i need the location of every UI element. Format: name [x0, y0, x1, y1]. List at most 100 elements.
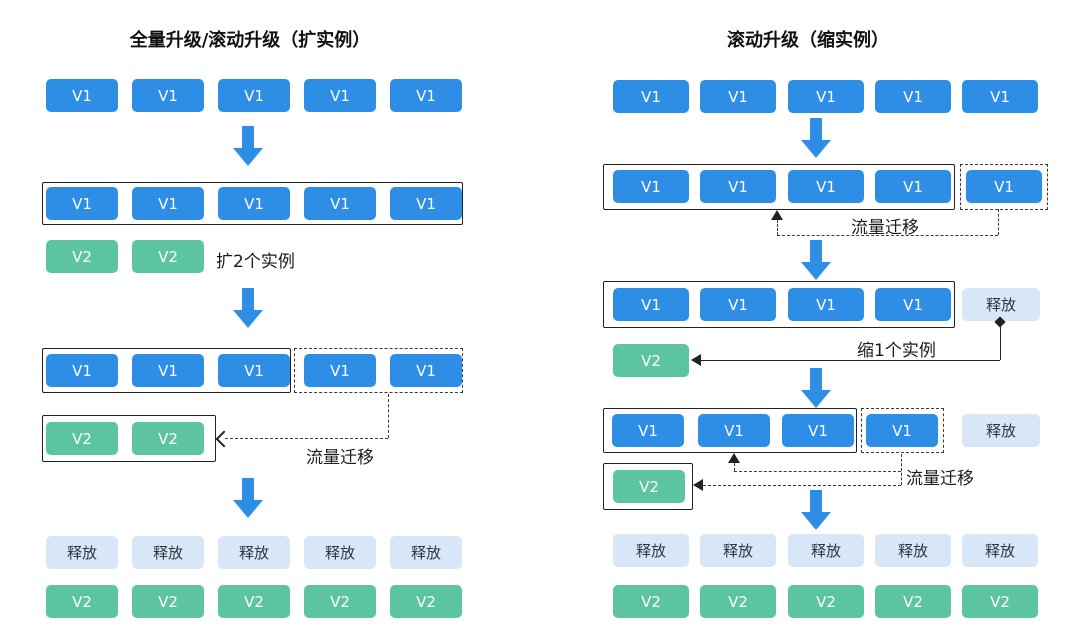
- v1-instance-box: V1: [304, 354, 376, 387]
- v2-instance-box: V2: [46, 585, 118, 618]
- release-box: 释放: [132, 536, 204, 569]
- group-border: [603, 463, 693, 510]
- v1-instance-box: V1: [46, 187, 118, 220]
- release-box: 释放: [962, 288, 1040, 321]
- v1-instance-box: V1: [218, 79, 290, 112]
- release-box: 释放: [962, 414, 1040, 447]
- traffic-migration-label: 流量迁移: [851, 218, 919, 238]
- v1-instance-box: V1: [700, 170, 776, 203]
- v1-instance-box: V1: [698, 414, 770, 447]
- down-arrow-icon: [801, 118, 831, 158]
- release-box: 释放: [390, 536, 462, 569]
- v2-instance-box: V2: [304, 585, 376, 618]
- v1-instance-box: V1: [875, 80, 951, 113]
- dashed-connector-line: [225, 438, 388, 439]
- arrowhead-left-icon: [691, 354, 701, 366]
- v1-instance-box: V1: [613, 288, 689, 321]
- arrowhead-up-icon: [728, 453, 740, 463]
- release-box: 释放: [218, 536, 290, 569]
- v1-instance-box: V1: [788, 288, 864, 321]
- v2-instance-box: V2: [962, 585, 1038, 618]
- group-border-dashed: [294, 348, 463, 393]
- v2-instance-box: V2: [132, 585, 204, 618]
- release-box: 释放: [46, 536, 118, 569]
- group-border: [42, 348, 291, 393]
- down-arrow-icon: [801, 490, 831, 530]
- dashed-connector-line: [734, 471, 901, 472]
- v1-instance-box: V1: [390, 187, 462, 220]
- v1-instance-box: V1: [866, 414, 938, 447]
- v1-instance-box: V1: [613, 170, 689, 203]
- down-arrow-icon: [233, 126, 263, 166]
- group-border-dashed: [861, 408, 944, 453]
- v1-instance-box: V1: [132, 187, 204, 220]
- scale-out-label: 扩2个实例: [216, 252, 295, 272]
- v1-instance-box: V1: [304, 79, 376, 112]
- solid-connector-line: [701, 360, 1000, 361]
- v1-instance-box: V1: [613, 80, 689, 113]
- v1-instance-box: V1: [132, 354, 204, 387]
- dashed-connector-line: [777, 235, 998, 236]
- arrowhead-left-icon: [693, 479, 703, 491]
- release-box: 释放: [613, 534, 689, 567]
- v1-instance-box: V1: [875, 288, 951, 321]
- group-border: [42, 182, 463, 225]
- release-box: 释放: [700, 534, 776, 567]
- dashed-connector-line: [703, 485, 901, 486]
- dashed-connector-line: [388, 394, 389, 438]
- v1-instance-box: V1: [46, 79, 118, 112]
- v2-instance-box: V2: [875, 585, 951, 618]
- v2-instance-box: V2: [132, 240, 204, 273]
- arrowhead-up-icon: [771, 210, 783, 220]
- v1-instance-box: V1: [390, 354, 462, 387]
- traffic-migration-label: 流量迁移: [306, 448, 374, 468]
- v1-instance-box: V1: [304, 187, 376, 220]
- v1-instance-box: V1: [788, 170, 864, 203]
- v1-instance-box: V1: [966, 170, 1042, 203]
- v2-instance-box: V2: [46, 240, 118, 273]
- v2-instance-box: V2: [390, 585, 462, 618]
- v1-instance-box: V1: [962, 80, 1038, 113]
- v2-instance-box: V2: [218, 585, 290, 618]
- release-box: 释放: [875, 534, 951, 567]
- v2-instance-box: V2: [613, 585, 689, 618]
- diagram-title-right: 滚动升级（缩实例）: [727, 30, 889, 51]
- v1-instance-box: V1: [782, 414, 854, 447]
- release-box: 释放: [788, 534, 864, 567]
- group-border: [42, 415, 216, 462]
- solid-connector-line: [1000, 326, 1001, 360]
- v2-instance-box: V2: [788, 585, 864, 618]
- v1-instance-box: V1: [46, 354, 118, 387]
- v1-instance-box: V1: [218, 187, 290, 220]
- v1-instance-box: V1: [875, 170, 951, 203]
- group-border: [603, 281, 955, 328]
- v2-instance-box: V2: [700, 585, 776, 618]
- dashed-connector-line: [777, 220, 778, 235]
- group-border-dashed: [960, 164, 1048, 210]
- release-box: 释放: [304, 536, 376, 569]
- arrowhead-left-icon: [215, 430, 233, 448]
- v2-instance-box: V2: [46, 422, 118, 455]
- down-arrow-icon: [233, 478, 263, 518]
- v1-instance-box: V1: [788, 80, 864, 113]
- down-arrow-icon: [801, 240, 831, 280]
- group-border: [603, 408, 857, 453]
- down-arrow-icon: [233, 288, 263, 328]
- v1-instance-box: V1: [700, 80, 776, 113]
- dashed-connector-line: [901, 454, 902, 485]
- diagram-title-left: 全量升级/滚动升级（扩实例）: [129, 30, 371, 51]
- traffic-migration-label: 流量迁移: [906, 469, 974, 489]
- v2-instance-box: V2: [613, 344, 689, 377]
- scale-in-label: 缩1个实例: [857, 341, 936, 361]
- v1-instance-box: V1: [132, 79, 204, 112]
- v2-instance-box: V2: [132, 422, 204, 455]
- release-box: 释放: [962, 534, 1038, 567]
- v1-instance-box: V1: [612, 414, 684, 447]
- v2-instance-box: V2: [613, 470, 685, 503]
- dashed-connector-line: [998, 209, 999, 235]
- v1-instance-box: V1: [390, 79, 462, 112]
- v1-instance-box: V1: [700, 288, 776, 321]
- v1-instance-box: V1: [218, 354, 290, 387]
- dashed-connector-line: [734, 463, 735, 471]
